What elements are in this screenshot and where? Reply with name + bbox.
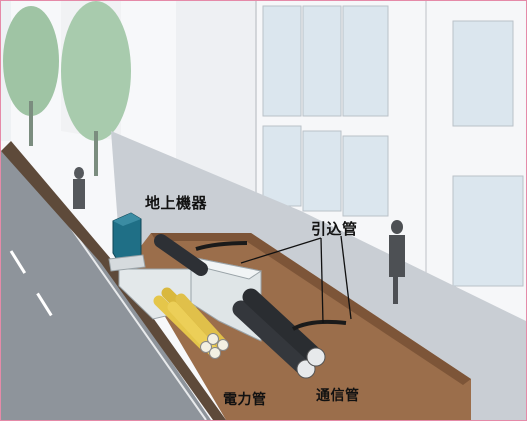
street-trees <box>3 1 131 176</box>
ground-equipment-box <box>108 212 146 272</box>
power-conduit-bundle <box>153 287 229 359</box>
label-ground-equipment: 地上機器 <box>145 194 208 212</box>
upper-conduits <box>154 234 326 379</box>
label-service-conduit: 引込管 <box>311 220 358 238</box>
pedestrian-right <box>389 220 405 304</box>
label-power-conduit: 電力管 <box>223 392 267 408</box>
label-telecom-conduit: 通信管 <box>316 388 360 404</box>
leader-lines <box>240 235 352 324</box>
pedestrian-left <box>73 167 85 209</box>
building-main <box>1 1 526 321</box>
